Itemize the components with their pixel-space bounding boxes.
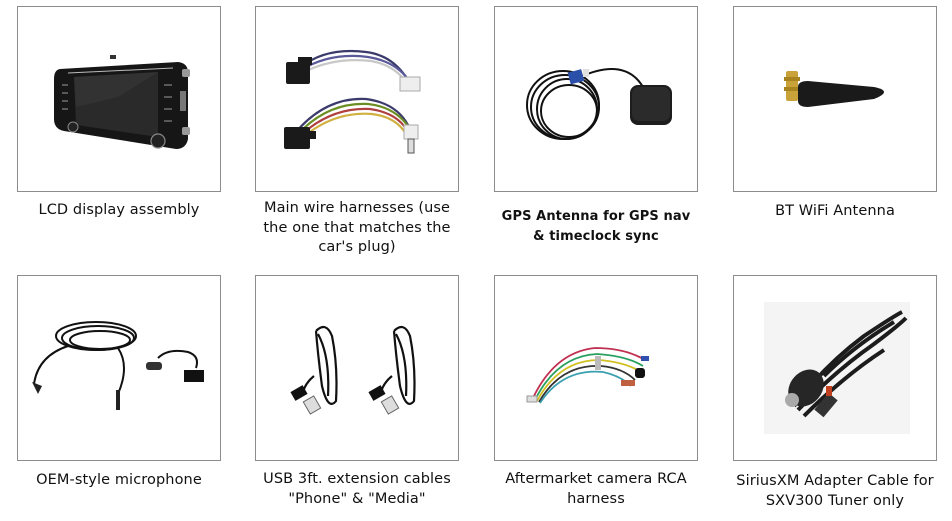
caption-line: SXV300 Tuner only: [765, 492, 905, 509]
caption-line: harness: [567, 490, 625, 507]
rca-harness-icon: [526, 347, 649, 404]
caption-line: Aftermarket camera RCA: [505, 471, 687, 487]
caption-line: "Phone" & "Media": [288, 490, 426, 507]
product-caption: LCD display assembly: [38, 202, 200, 218]
caption-line: SiriusXM Adapter Cable for: [736, 473, 934, 489]
caption-line: & timeclock sync: [533, 229, 659, 244]
product-image-frame: [733, 275, 937, 461]
product-image-frame: [494, 275, 698, 461]
caption-line: Main wire harnesses (use: [263, 200, 451, 216]
usb-cables-icon: [290, 325, 416, 415]
product-image-frame: [17, 6, 221, 192]
product-image-frame: [733, 6, 937, 192]
product-caption: GPS Antenna for GPS nav & timeclock sync: [474, 207, 718, 247]
bt-wifi-antenna-icon: [784, 71, 884, 107]
caption-line: car's plug): [318, 239, 396, 255]
product-image-frame: [255, 275, 459, 461]
lcd-head-unit-icon: [54, 55, 190, 149]
product-caption: USB 3ft. extension cables "Phone" & "Med…: [235, 470, 479, 509]
caption-line: GPS Antenna for GPS nav: [501, 209, 691, 224]
microphone-icon: [32, 321, 204, 410]
product-caption: Aftermarket camera RCA harness: [474, 470, 718, 509]
product-caption: Main wire harnesses (use the one that ma…: [235, 199, 479, 258]
product-caption: BT WiFi Antenna: [775, 203, 895, 219]
siriusxm-cable-icon: [764, 302, 910, 434]
caption-line: USB 3ft. extension cables: [263, 471, 451, 487]
product-caption: OEM-style microphone: [36, 472, 202, 488]
product-image-frame: [494, 6, 698, 192]
gps-antenna-icon: [526, 68, 672, 140]
wire-harness-icon: [284, 49, 421, 154]
product-caption: SiriusXM Adapter Cable for SXV300 Tuner …: [713, 472, 952, 511]
product-image-frame: [17, 275, 221, 461]
product-image-frame: [255, 6, 459, 192]
caption-line: the one that matches the: [263, 219, 451, 236]
